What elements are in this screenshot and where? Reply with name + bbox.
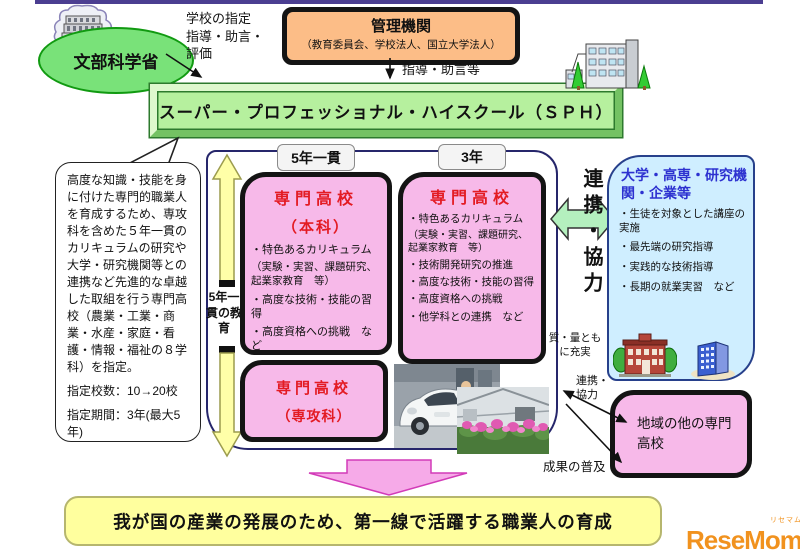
resemom-logo[interactable]: リセマム ReseMom. — [686, 515, 800, 556]
three-year-title: 専門高校 — [429, 190, 514, 207]
school-building-icon — [565, 39, 651, 90]
partner-bullet: ・長期の就業実習 など — [619, 280, 735, 293]
three-year-bullet: （実験・実習、課題研究、起業家教育 等） — [408, 230, 528, 254]
university-building-icon — [613, 333, 677, 377]
senkoka-school-box: 専門高校 （専攻科） — [240, 360, 388, 442]
partnership-label-large: 連携・協力 — [580, 168, 602, 298]
five-year-arrow-label: 5年一貫の教育 — [205, 290, 242, 336]
three-year-bullet: ・他学科との連携 など — [408, 310, 524, 323]
label-three-year-text: 3年 — [461, 149, 483, 165]
callout-schools: 指定校数：10→20校 — [67, 384, 178, 399]
guidance-note: 指導・助言等 — [402, 62, 481, 77]
flower-greenhouse-photo — [457, 387, 549, 454]
goal-arrow — [308, 459, 468, 496]
regional-box-text: 地域の他の専門高校 — [637, 416, 732, 451]
admin-box-subtitle: （教育委員会、学校法人、国立大学法人） — [301, 39, 501, 51]
honka-school-box: 専門高校 （本科） ・特色あるカリキュラム （実験・実習、課題研究、起業家教育 … — [240, 172, 392, 355]
resemom-logo-kana: リセマム — [770, 517, 800, 524]
label-five-year-track: 5年一貫 — [277, 144, 355, 171]
sph-bar-text: スーパー・プロフェッショナル・ハイスクール（ＳＰＨ） — [158, 103, 613, 122]
tree-icon — [571, 61, 651, 90]
admin-box-title: 管理機関 — [370, 18, 431, 35]
partner-bullet: ・実践的な技術指導 — [619, 260, 714, 273]
senkoka-subtitle: （専攻科） — [276, 408, 352, 424]
label-five-year-text: 5年一貫 — [291, 149, 341, 166]
callout-body: 高度な知識・技能を身に付けた専門的職業人を育成するため、専攻科を含めた５年一貫の… — [67, 173, 188, 375]
admin-organization-box: 管理機関 （教育委員会、学校法人、国立大学法人） — [282, 7, 520, 65]
resemom-logo-text: ReseMom. — [686, 525, 800, 555]
honka-bullet: ・高度資格への挑戦 など — [251, 326, 372, 351]
honka-subtitle: （本科） — [281, 219, 350, 236]
honka-bullet: ・特色あるカリキュラム — [251, 244, 372, 256]
regional-schools-box: 地域の他の専門高校 — [610, 390, 752, 478]
honka-bullet: ・高度な技術・技能の習得 — [251, 293, 372, 320]
goal-box: 我が国の産業の発展のため、第一線で活躍する職業人の育成 — [64, 496, 662, 546]
callout-period: 指定期間：3年(最大5年) — [67, 408, 181, 440]
sph-bar: スーパー・プロフェッショナル・ハイスクール（ＳＰＨ） — [150, 84, 622, 137]
three-year-bullet: ・高度な技術・技能の習得 — [408, 276, 534, 289]
partnership-label-small: 連携・ 協力 — [576, 375, 609, 402]
top-divider — [35, 0, 763, 4]
three-year-school-box: 専門高校 ・特色あるカリキュラム （実験・実習、課題研究、起業家教育 等） ・技… — [398, 172, 546, 364]
partner-bullet: ・生徒を対象とした講座の実施 — [619, 208, 745, 234]
ministry-text: 文部科学省 — [73, 53, 159, 72]
honka-bullet: （実験・実習、課題研究、起業家教育 等） — [251, 261, 377, 287]
partner-bullet: ・最先端の研究指導 — [619, 241, 714, 254]
office-building-icon — [691, 341, 735, 380]
five-year-span-arrow — [211, 153, 243, 458]
designation-callout: 高度な知識・技能を身に付けた専門的職業人を育成するため、専攻科を含めた５年一貫の… — [55, 162, 201, 442]
goal-text: 我が国の産業の発展のため、第一線で活躍する職業人の育成 — [113, 511, 613, 532]
honka-title: 専門高校 — [273, 191, 358, 208]
quality-note: 質・量とも に充実 — [548, 332, 602, 358]
partner-box-title: 大学・高専・研究機関・企業等 — [621, 167, 747, 201]
results-note: 成果の普及 — [543, 460, 606, 474]
senkoka-title: 専門高校 — [275, 380, 352, 397]
three-year-bullet: ・技術開発研究の推進 — [408, 259, 513, 272]
designation-note: 学校の指定 指導・助言・ 評価 — [186, 11, 265, 62]
three-year-bullet: ・特色あるカリキュラム — [408, 213, 524, 225]
label-three-year-track: 3年 — [438, 144, 506, 170]
three-year-bullet: ・高度資格への挑戦 — [408, 293, 503, 306]
